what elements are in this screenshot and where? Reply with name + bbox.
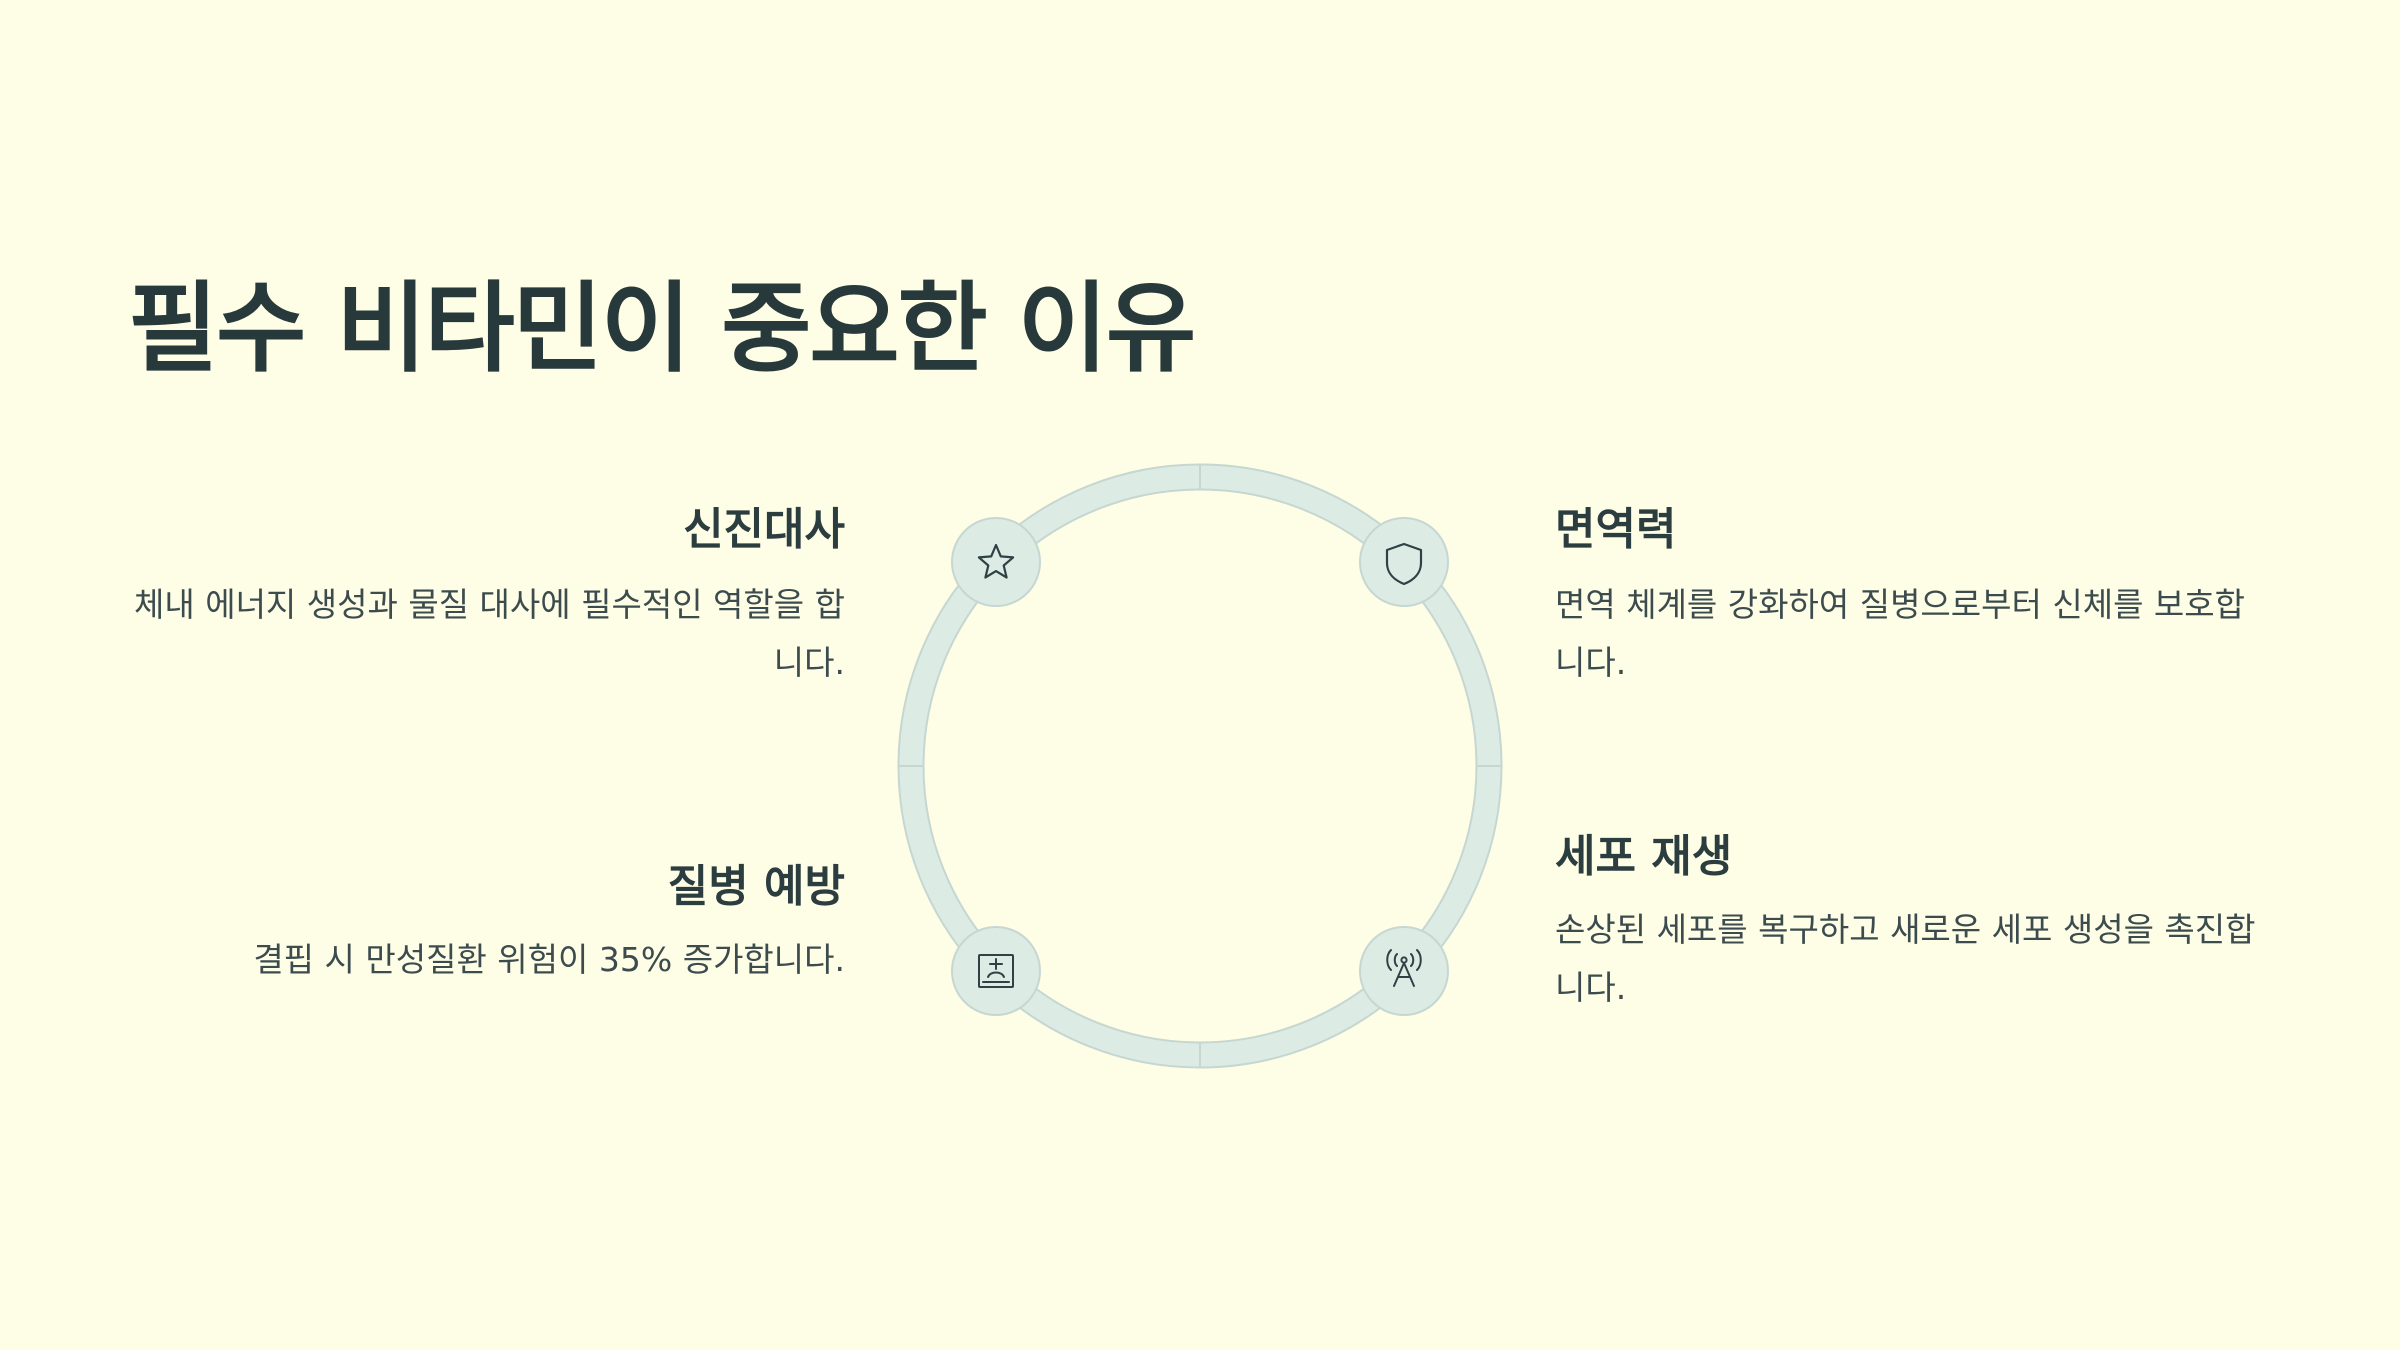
immunity-description: 면역 체계를 강화하여 질병으로부터 신체를 보호합니다. bbox=[1555, 585, 2246, 682]
broadcast-tower-node bbox=[1359, 926, 1449, 1016]
medical-chart-node bbox=[951, 926, 1041, 1016]
star-node bbox=[951, 517, 1041, 607]
cell-regeneration-heading: 세포 재생 bbox=[1555, 831, 1733, 882]
metabolism-heading: 신진대사 bbox=[683, 504, 845, 555]
star-icon bbox=[977, 543, 1015, 579]
immunity-heading: 면역력 bbox=[1555, 504, 1677, 555]
disease-prevention-block: 질병 예방 결핍 시 만성질환 위험이 35% 증가합니다. bbox=[125, 857, 845, 989]
metabolism-block: 신진대사 체내 에너지 생성과 물질 대사에 필수적인 역할을 합니다. bbox=[125, 500, 845, 692]
immunity-block: 면역력 면역 체계를 강화하여 질병으로부터 신체를 보호합니다. bbox=[1555, 500, 2275, 692]
medical-chart-icon bbox=[978, 954, 1014, 988]
cell-regeneration-description: 손상된 세포를 복구하고 새로운 세포 생성을 촉진합니다. bbox=[1555, 910, 2256, 1007]
disease-prevention-description: 결핍 시 만성질환 위험이 35% 증가합니다. bbox=[253, 940, 845, 979]
metabolism-description: 체내 에너지 생성과 물질 대사에 필수적인 역할을 합니다. bbox=[134, 585, 845, 682]
broadcast-tower-icon bbox=[1386, 949, 1422, 987]
shield-node bbox=[1359, 517, 1449, 607]
cell-regeneration-block: 세포 재생 손상된 세포를 복구하고 새로운 세포 생성을 촉진합니다. bbox=[1555, 827, 2275, 1017]
disease-prevention-heading: 질병 예방 bbox=[667, 861, 845, 912]
shield-icon bbox=[1385, 542, 1423, 586]
slide-title: 필수 비타민이 중요한 이유 bbox=[128, 272, 1196, 386]
